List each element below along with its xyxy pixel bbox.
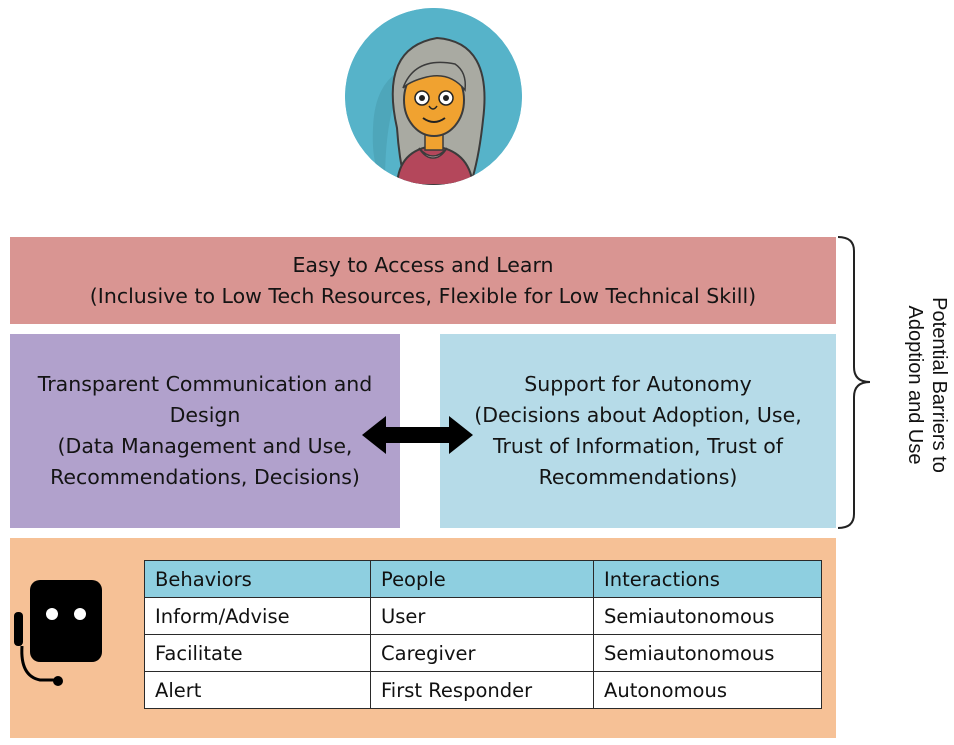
transparent-communication-line: Design: [169, 403, 241, 427]
transparent-communication-line: Recommendations, Decisions): [50, 465, 360, 489]
table-cell: User: [370, 597, 594, 635]
table-header-row: Behaviors People Interactions: [144, 560, 822, 598]
double-headed-arrow-icon: [362, 416, 473, 454]
robot-headset-icon: [14, 580, 102, 686]
easy-access-detail: (Inclusive to Low Tech Resources, Flexib…: [89, 283, 757, 308]
table-row: Alert First Responder Autonomous: [144, 671, 822, 709]
table-row: Facilitate Caregiver Semiautonomous: [144, 634, 822, 672]
autonomy-support-line: Support for Autonomy: [524, 372, 752, 396]
right-brace-icon: [837, 236, 871, 529]
column-header-interactions: Interactions: [593, 560, 822, 598]
table-cell: First Responder: [370, 671, 594, 709]
behaviors-table: Behaviors People Interactions Inform/Adv…: [144, 560, 822, 709]
autonomy-support-line: (Decisions about Adoption, Use,: [474, 403, 802, 427]
barriers-label: Potential Barriers to Adoption and Use: [900, 275, 954, 495]
easy-access-title: Easy to Access and Learn: [292, 252, 554, 277]
autonomy-support-line: Recommendations): [538, 465, 738, 489]
table-cell: Semiautonomous: [593, 597, 822, 635]
easy-access-box: Easy to Access and Learn (Inclusive to L…: [10, 237, 836, 324]
column-header-behaviors: Behaviors: [144, 560, 371, 598]
table-cell: Caregiver: [370, 634, 594, 672]
barriers-label-line: Potential Barriers to: [928, 297, 950, 473]
table-cell: Alert: [144, 671, 371, 709]
autonomy-support-box: Support for Autonomy (Decisions about Ad…: [440, 334, 836, 528]
autonomy-support-line: Trust of Information, Trust of: [492, 434, 784, 458]
transparent-communication-line: Transparent Communication and: [37, 372, 373, 396]
transparent-communication-box: Transparent Communication and Design (Da…: [10, 334, 400, 528]
column-header-people: People: [370, 560, 594, 598]
table-row: Inform/Advise User Semiautonomous: [144, 597, 822, 635]
table-cell: Facilitate: [144, 634, 371, 672]
table-cell: Semiautonomous: [593, 634, 822, 672]
table-cell: Autonomous: [593, 671, 822, 709]
table-cell: Inform/Advise: [144, 597, 371, 635]
older-woman-avatar-icon: [345, 8, 522, 185]
transparent-communication-line: (Data Management and Use,: [57, 434, 353, 458]
barriers-label-line: Adoption and Use: [904, 305, 926, 465]
